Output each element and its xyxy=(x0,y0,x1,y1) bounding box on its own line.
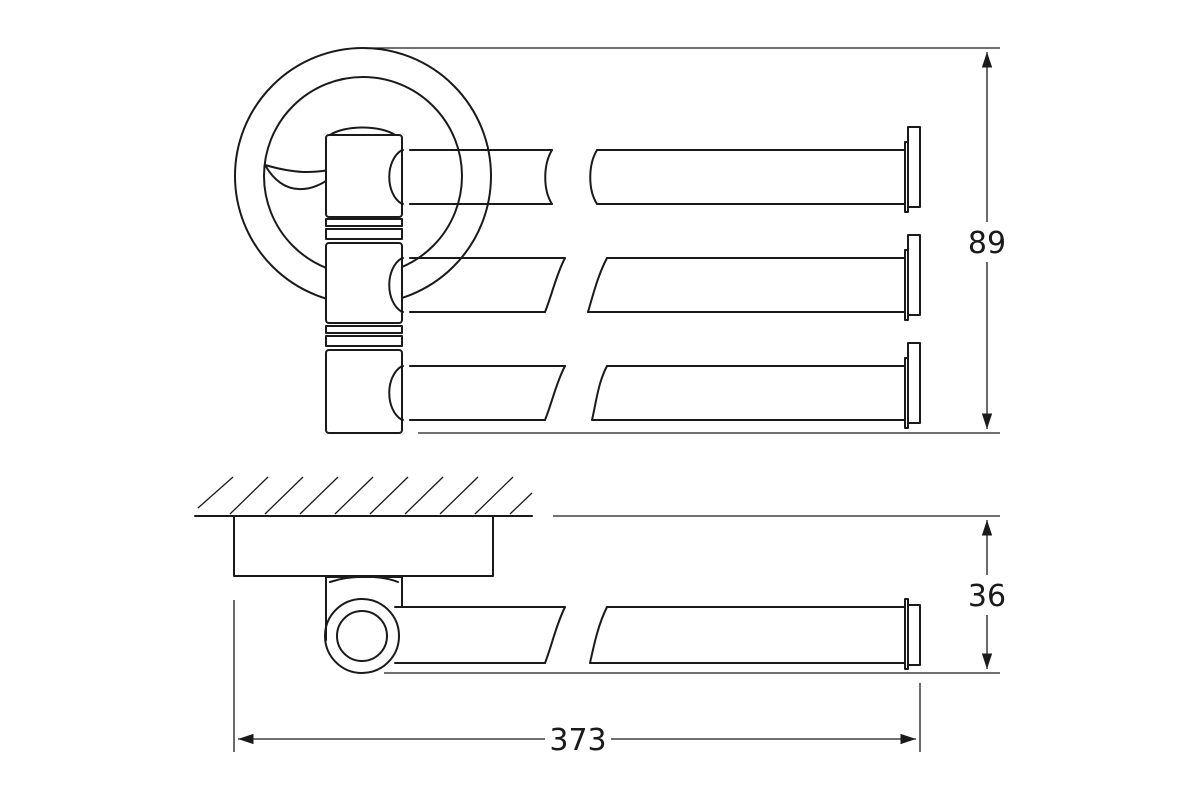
towel-arm-3 xyxy=(390,342,921,429)
pivot-side xyxy=(324,575,403,674)
front-view xyxy=(234,47,1000,434)
dimension-width: 373 xyxy=(238,720,916,758)
towel-arm-side xyxy=(394,598,921,670)
pivot-column xyxy=(325,134,403,434)
dimension-depth-label: 36 xyxy=(968,579,1006,614)
dimension-height-label: 89 xyxy=(968,226,1006,261)
side-view xyxy=(194,476,1000,752)
dimension-height: 89 xyxy=(962,52,1012,429)
mounting-base xyxy=(233,515,494,577)
dimension-depth: 36 xyxy=(962,520,1012,669)
wall-hatching xyxy=(194,476,533,517)
towel-arm-1 xyxy=(390,126,921,213)
towel-arm-2 xyxy=(390,234,921,321)
dimension-width-label: 373 xyxy=(549,723,606,758)
